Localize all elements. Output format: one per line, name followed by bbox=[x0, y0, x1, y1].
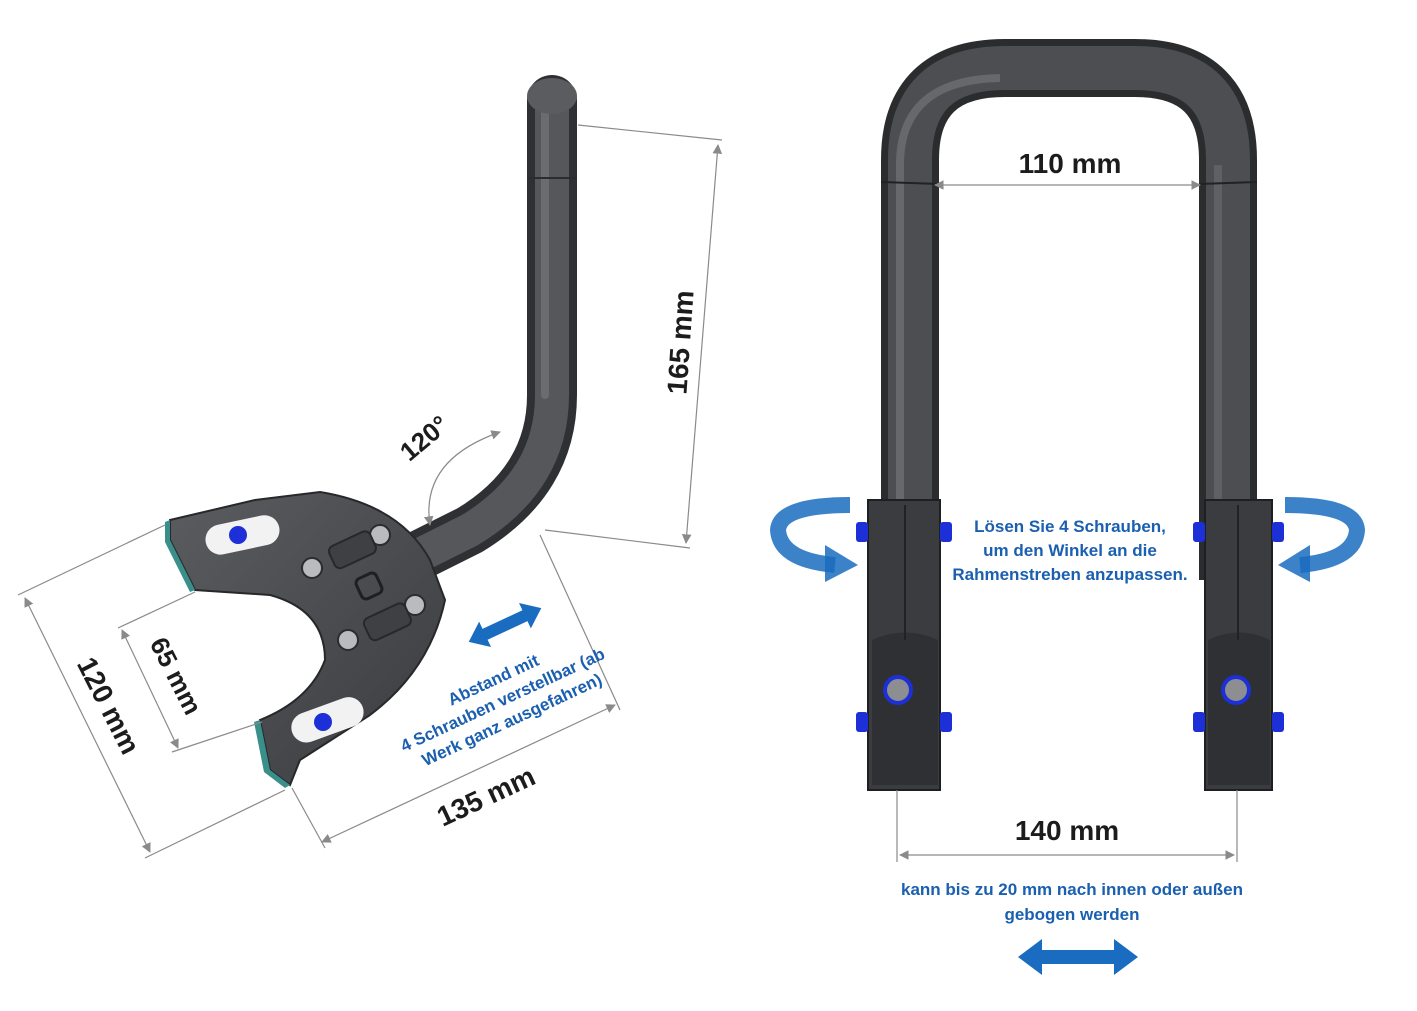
center-note-line-2: um den Winkel an die bbox=[983, 541, 1157, 560]
screw-icon bbox=[314, 713, 332, 731]
bottom-width-label: 140 mm bbox=[1015, 815, 1119, 846]
screw-icon bbox=[229, 526, 247, 544]
rotate-arrow-icon bbox=[769, 497, 858, 582]
left-clamp bbox=[856, 499, 952, 791]
rotate-arrow-icon bbox=[1278, 497, 1366, 582]
angle-label: 120° bbox=[394, 409, 454, 467]
bend-note-line-1: kann bis zu 20 mm nach innen oder außen bbox=[901, 880, 1243, 899]
right-view: 110 mm Lösen Sie 4 Schrauben, um den Win… bbox=[769, 39, 1366, 975]
double-arrow-icon bbox=[1018, 939, 1138, 975]
depth-label: 135 mm bbox=[432, 760, 540, 832]
right-clamp bbox=[1193, 499, 1284, 791]
u-tube bbox=[880, 39, 1258, 580]
inner-width-label: 65 mm bbox=[144, 632, 208, 719]
dim-140: 140 mm bbox=[896, 790, 1238, 862]
center-note-line-1: Lösen Sie 4 Schrauben, bbox=[974, 517, 1166, 536]
double-arrow-icon bbox=[468, 603, 542, 647]
bend-note: kann bis zu 20 mm nach innen oder außen … bbox=[901, 880, 1243, 924]
dim-65: 65 mm bbox=[117, 591, 263, 753]
dim-165: 165 mm bbox=[544, 124, 723, 549]
top-width-label: 110 mm bbox=[1019, 148, 1122, 179]
screw-icon bbox=[883, 675, 913, 705]
height-label: 165 mm bbox=[661, 289, 699, 395]
left-view: 165 mm 120° 120 mm 65 mm 135 mm bbox=[17, 75, 723, 859]
screw-icon bbox=[1221, 675, 1251, 705]
bend-note-line-2: gebogen werden bbox=[1004, 905, 1139, 924]
dim-110: 110 mm bbox=[934, 148, 1201, 190]
center-note-line-3: Rahmenstreben anzupassen. bbox=[952, 565, 1187, 584]
width-label: 120 mm bbox=[71, 652, 146, 759]
center-note: Lösen Sie 4 Schrauben, um den Winkel an … bbox=[952, 517, 1187, 584]
bent-tube bbox=[395, 75, 577, 580]
